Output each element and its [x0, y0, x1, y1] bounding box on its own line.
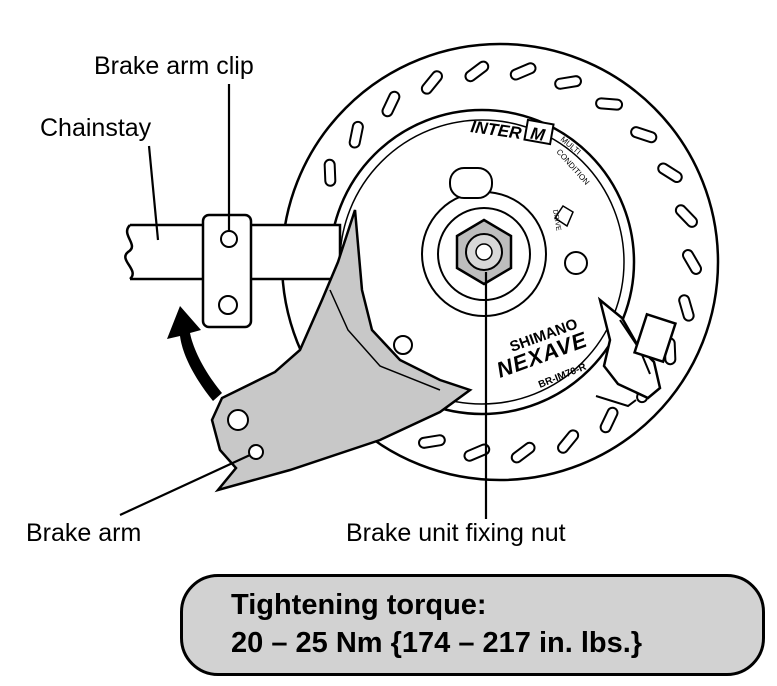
label-brake-unit-fixing-nut: Brake unit fixing nut [346, 519, 566, 547]
rotor-slot [464, 60, 490, 83]
rotor-slot [674, 204, 698, 228]
torque-title: Tightening torque: [231, 589, 487, 621]
m-mode-box [523, 118, 555, 146]
rotor-slot [323, 158, 337, 187]
cable-bracket [595, 296, 678, 408]
label-brake-arm: Brake arm [26, 519, 141, 547]
rotor-slot [554, 75, 582, 90]
rotor-slot [509, 62, 537, 81]
m-mark: M [529, 124, 547, 145]
rotor-slot [657, 162, 683, 184]
rotor-slot [463, 443, 491, 462]
rotor-slot [418, 434, 446, 449]
rotor-slot [510, 441, 536, 464]
rotor-slot [678, 294, 695, 322]
rotor-slot [630, 126, 658, 144]
rotor-slot [557, 429, 580, 454]
rotation-arrow [167, 306, 222, 401]
rotor-slot [420, 70, 443, 95]
torque-value: 20 – 25 Nm {174 – 217 in. lbs.} [231, 627, 643, 659]
brake-arm [210, 209, 473, 493]
leader-lines [119, 84, 488, 519]
label-chainstay: Chainstay [40, 114, 152, 142]
rotor-slot [381, 90, 401, 118]
drive-mark: DRIVE [551, 209, 562, 232]
rotor-slot [595, 97, 624, 111]
torque-callout-box: Tightening torque: 20 – 25 Nm {174 – 217… [180, 574, 765, 676]
brake-arm-clip [201, 213, 253, 329]
rotor-slot [682, 249, 702, 275]
fixing-nut [455, 218, 513, 286]
rotor-slot [599, 406, 619, 434]
rotor-slot [348, 120, 364, 149]
label-brake-arm-clip: Brake arm clip [94, 52, 254, 80]
